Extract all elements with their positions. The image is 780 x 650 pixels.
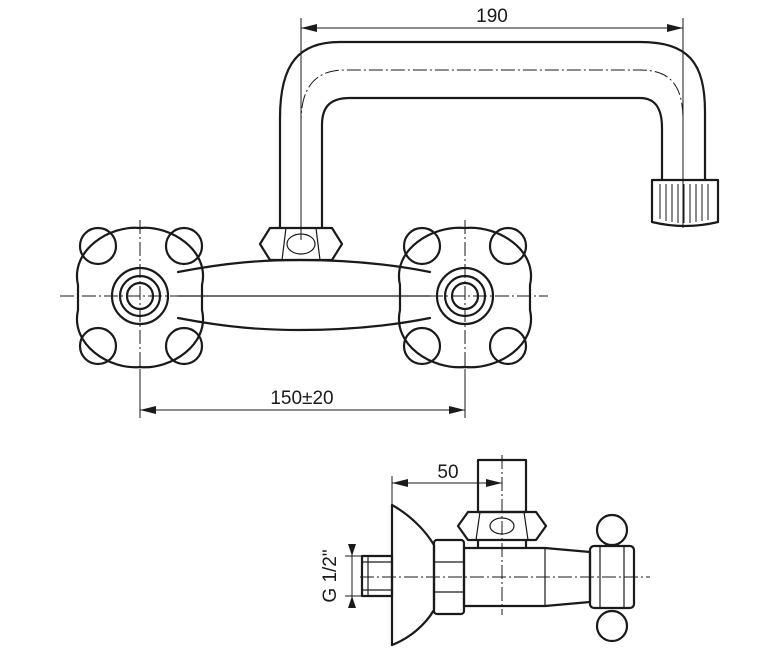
wall-flange <box>390 503 436 647</box>
dimension-wall-offset: 50 <box>391 460 502 505</box>
side-spout-nut <box>456 455 548 615</box>
dimension-inlet-spacing: 150±20 <box>139 370 466 418</box>
dimension-label-150: 150±20 <box>270 388 333 409</box>
side-handle <box>588 513 636 643</box>
left-handle <box>60 220 222 375</box>
mixer-body <box>176 258 432 332</box>
spout <box>278 40 707 240</box>
dimension-label-190: 190 <box>476 6 508 27</box>
dimension-spout-reach: 190 <box>300 6 684 240</box>
front-view: 190 150±20 <box>60 6 720 418</box>
aerator <box>650 178 720 228</box>
side-view: 50 G 1/2" <box>320 455 650 647</box>
threaded-inlet <box>360 554 394 598</box>
thread-label: G 1/2" <box>320 549 341 602</box>
side-body <box>360 546 650 608</box>
dimension-label-50: 50 <box>437 462 458 483</box>
right-handle <box>385 220 548 375</box>
dimension-thread: G 1/2" <box>320 544 362 608</box>
